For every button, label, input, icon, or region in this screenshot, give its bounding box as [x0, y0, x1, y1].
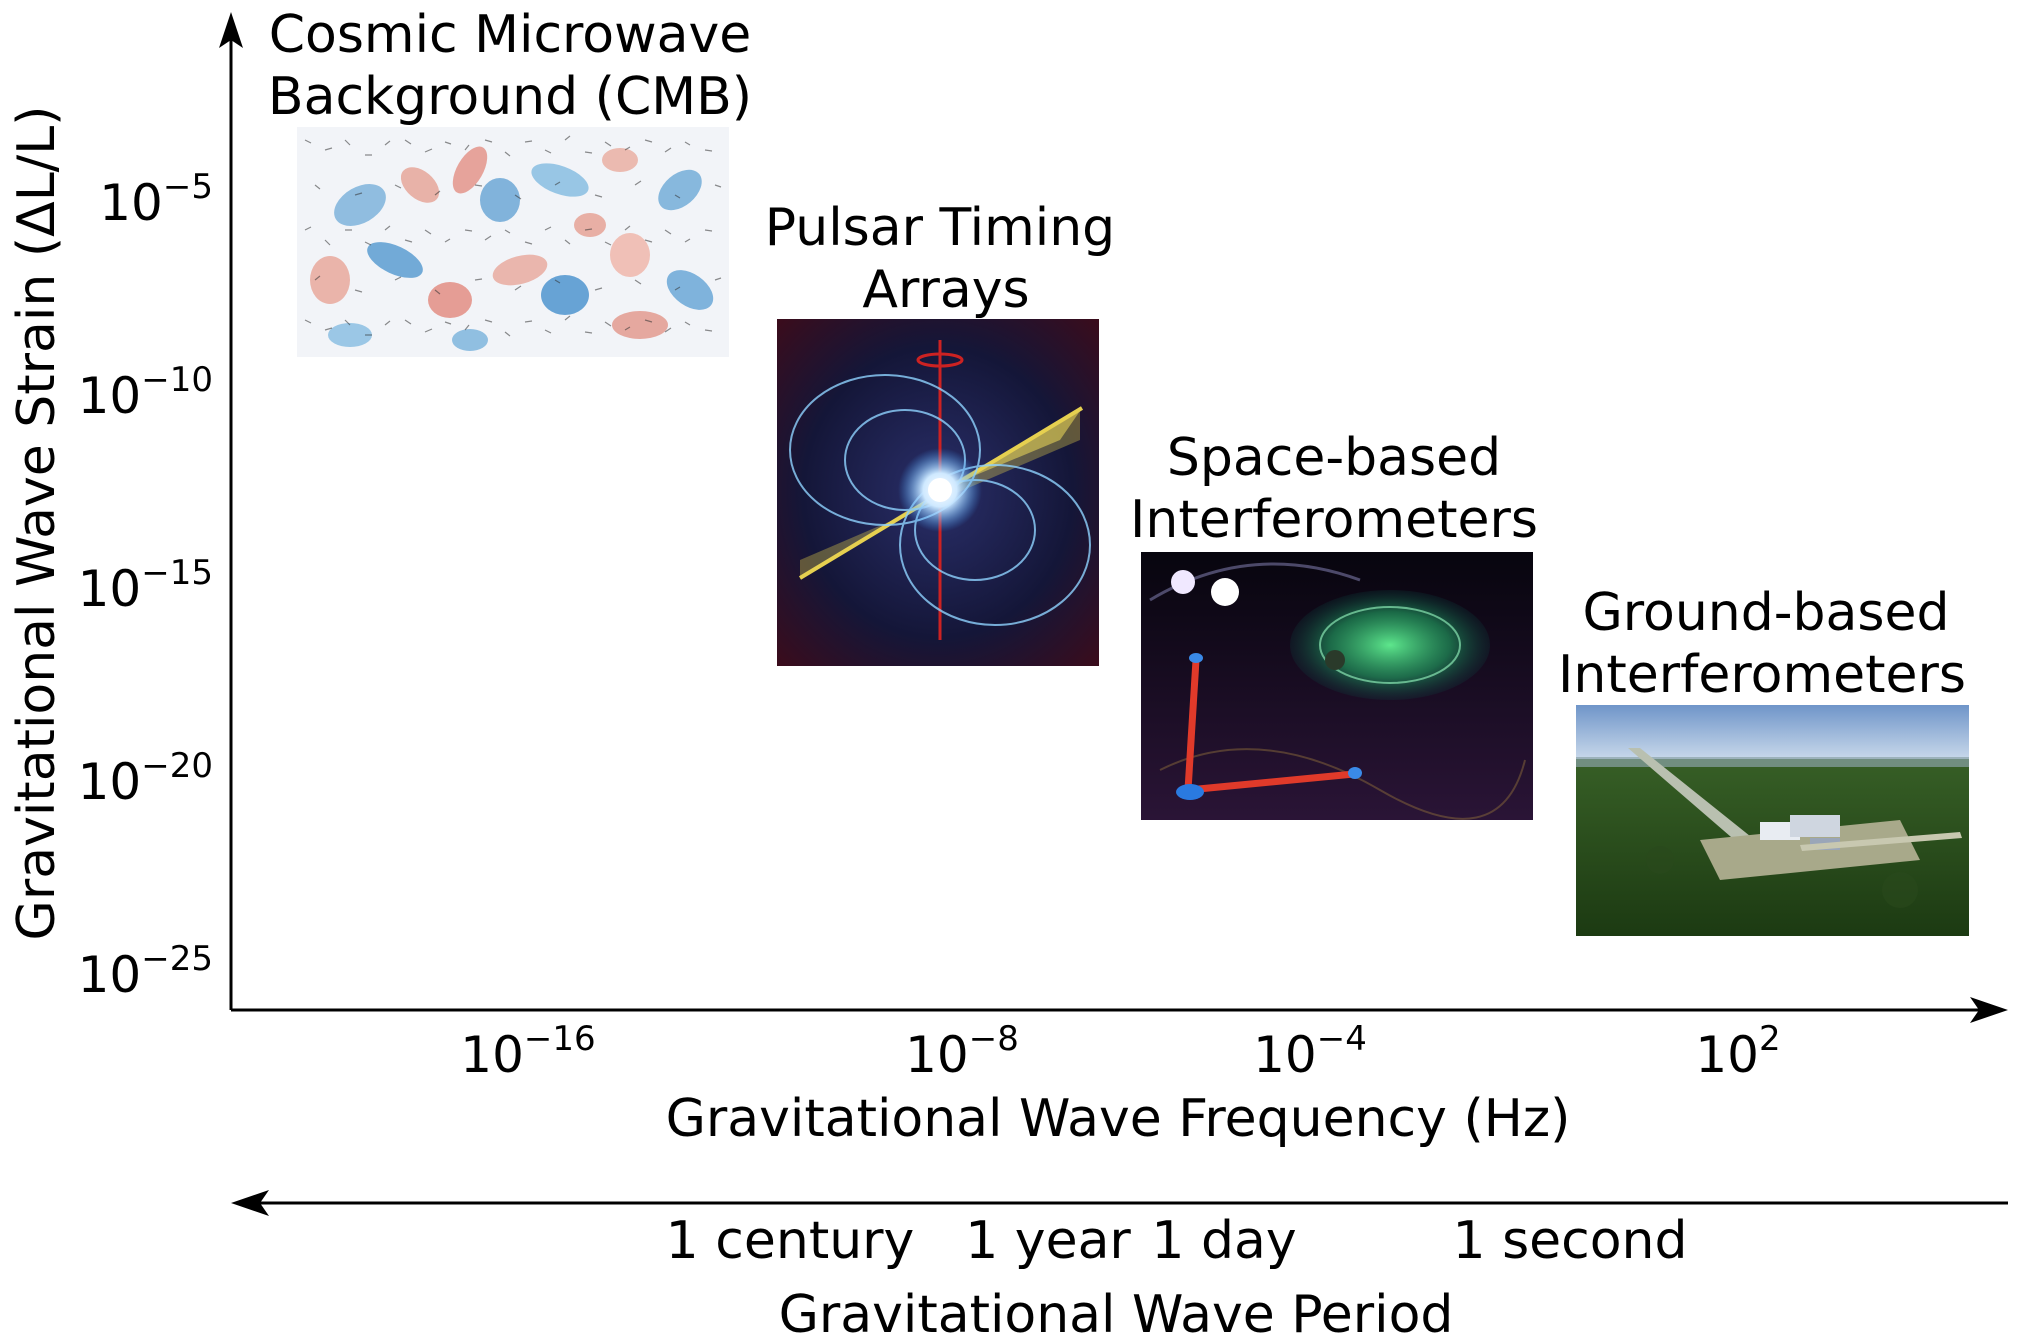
- pta-title-line2: Arrays: [862, 260, 1029, 320]
- y-tick-label-2: 10−10: [78, 360, 213, 425]
- y-tick-label-1: 10−5: [99, 167, 213, 232]
- y-tick-label-4: 10−20: [78, 746, 213, 811]
- ligo-observatory-image: [1576, 705, 1969, 936]
- x-tick-label-4: 102: [1695, 1019, 1780, 1084]
- x-tick-label-3: 10−4: [1253, 1019, 1367, 1084]
- space-interferometer-image: [1141, 552, 1533, 820]
- pta-title-line1: Pulsar Timing: [765, 198, 1115, 258]
- ground-title-line1: Ground-based: [1583, 583, 1950, 643]
- y-tick-label-3: 10−15: [78, 553, 213, 618]
- period-tick-year: 1 year: [965, 1211, 1131, 1271]
- pulsar-beam-image: [777, 319, 1099, 666]
- y-axis-arrowhead: [219, 12, 243, 48]
- x-axis-arrowhead: [1970, 997, 2008, 1023]
- x-axis-label: Gravitational Wave Frequency (Hz): [666, 1089, 1571, 1149]
- cmb-title-line1: Cosmic Microwave: [269, 5, 752, 65]
- period-tick-day: 1 day: [1151, 1211, 1296, 1271]
- cmb-title-line2: Background (CMB): [268, 67, 752, 127]
- cmb-polarization-image: [297, 127, 729, 357]
- period-tick-century: 1 century: [666, 1211, 915, 1271]
- period-axis-arrowhead: [231, 1190, 269, 1216]
- ground-title-line2: Interferometers: [1558, 645, 1966, 705]
- y-tick-label-5: 10−25: [78, 939, 213, 1004]
- space-title-line2: Interferometers: [1130, 490, 1538, 550]
- x-tick-label-1: 10−16: [460, 1019, 595, 1084]
- y-axis-label: Gravitational Wave Strain (ΔL/L): [7, 106, 67, 941]
- x-tick-label-2: 10−8: [905, 1019, 1019, 1084]
- period-axis-label: Gravitational Wave Period: [779, 1285, 1454, 1337]
- period-tick-second: 1 second: [1452, 1211, 1687, 1271]
- space-title-line1: Space-based: [1167, 428, 1501, 488]
